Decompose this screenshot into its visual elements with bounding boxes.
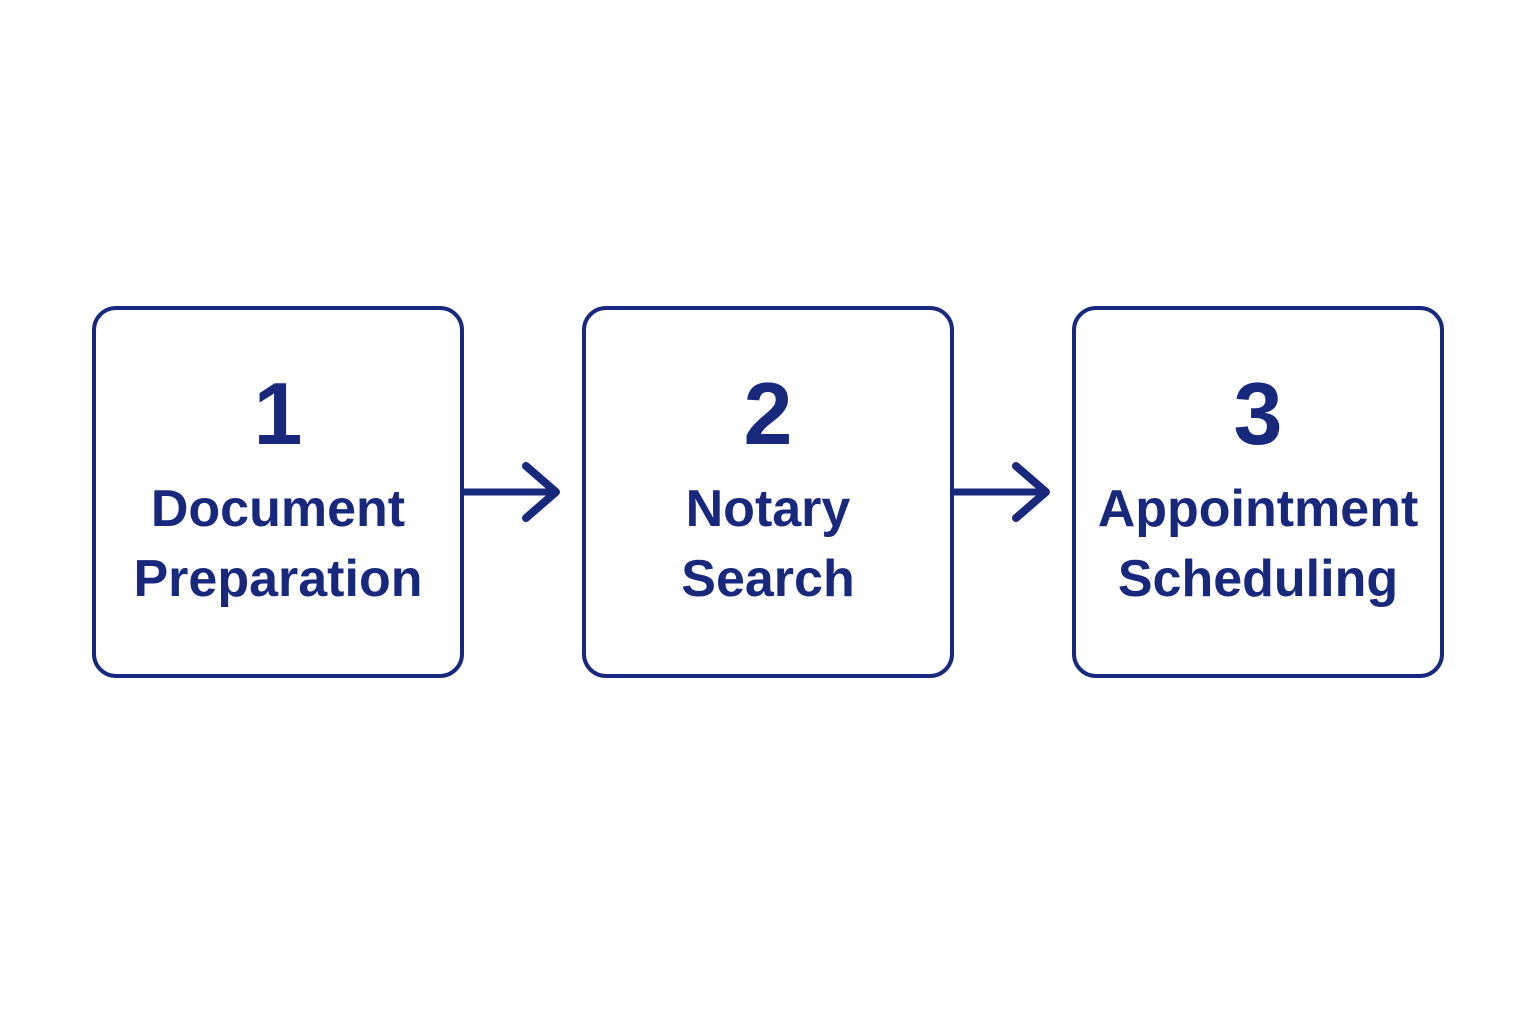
- step-label: Document Preparation: [134, 474, 423, 614]
- step-box-document-preparation: 1 Document Preparation: [92, 306, 464, 678]
- flow-row: 1 Document Preparation 2 Notary Search 3: [0, 306, 1536, 678]
- step-label-line: Search: [681, 550, 855, 608]
- step-label: Notary Search: [681, 474, 854, 614]
- arrow-right-icon: [954, 462, 1050, 522]
- step-number: 2: [743, 364, 793, 463]
- step-label: Appointment Scheduling: [1098, 474, 1419, 614]
- arrow-right-icon: [464, 462, 560, 522]
- step-label-line: Preparation: [133, 550, 423, 608]
- step-label-line: Document: [150, 480, 406, 538]
- step-number: 3: [1233, 364, 1283, 463]
- step-box-notary-search: 2 Notary Search: [582, 306, 954, 678]
- step-number: 1: [253, 364, 303, 463]
- step-label-line: Notary: [685, 480, 851, 538]
- step-box-appointment-scheduling: 3 Appointment Scheduling: [1072, 306, 1444, 678]
- step-label-line: Scheduling: [1117, 550, 1399, 608]
- step-label-line: Appointment: [1097, 480, 1419, 538]
